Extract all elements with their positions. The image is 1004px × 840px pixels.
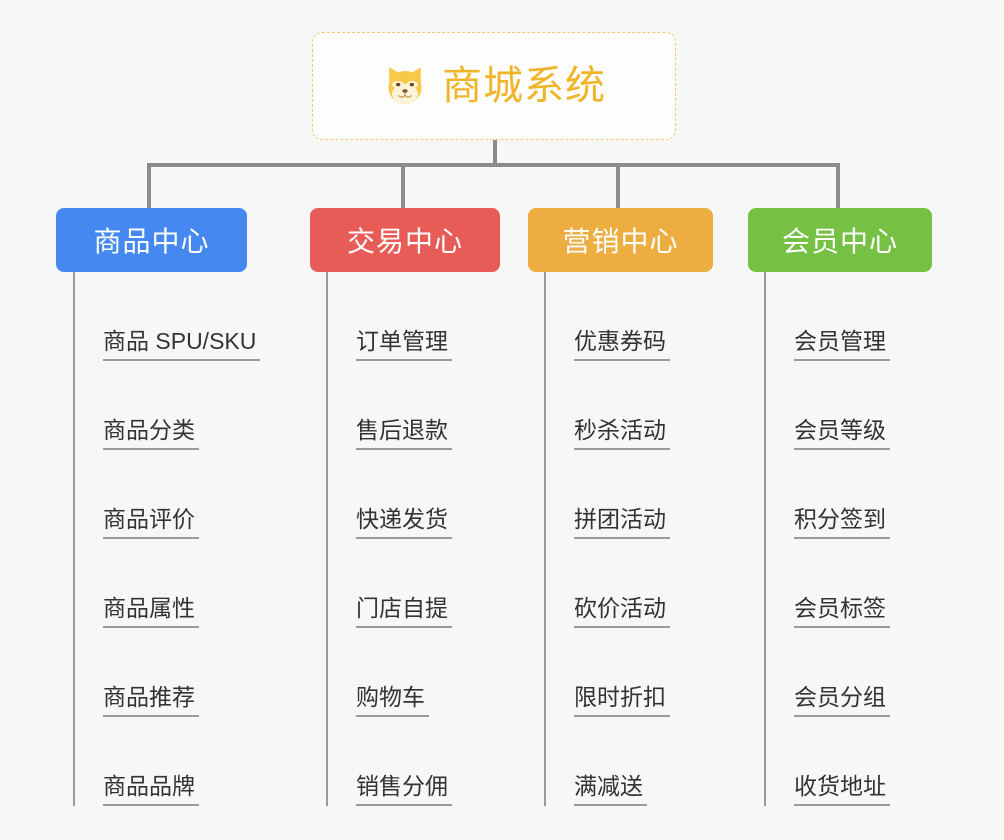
leaf-item-label: 会员管理: [794, 328, 890, 361]
leaf-item[interactable]: 商品评价: [73, 450, 260, 539]
shiba-dog-face-icon: [388, 67, 422, 106]
branch-node-2[interactable]: 交易中心: [310, 208, 500, 272]
leaf-item[interactable]: 商品属性: [73, 539, 260, 628]
leaf-item[interactable]: 收货地址: [764, 717, 890, 806]
leaf-item[interactable]: 优惠券码: [544, 272, 670, 361]
leaf-item-label: 购物车: [356, 684, 429, 717]
root-node-label: 商城系统: [442, 64, 606, 108]
leaf-item-label: 优惠券码: [574, 328, 670, 361]
leaf-item-label: 积分签到: [794, 506, 890, 539]
leaf-item-label: 门店自提: [356, 595, 452, 628]
leaf-item[interactable]: 拼团活动: [544, 450, 670, 539]
leaf-item[interactable]: 限时折扣: [544, 628, 670, 717]
leaf-item-label: 限时折扣: [574, 684, 670, 717]
branch-node-label: 商品中心: [93, 226, 210, 257]
root-node-mall-system[interactable]: 商城系统: [312, 32, 676, 140]
leaf-column-1: 商品 SPU/SKU 商品分类商品评价商品属性商品推荐商品品牌: [73, 272, 261, 806]
leaf-item-label: 会员分组: [794, 684, 890, 717]
leaf-spine: [764, 272, 766, 806]
leaf-item-label: 商品品牌: [103, 773, 199, 806]
leaf-spine: [544, 272, 546, 806]
leaf-item[interactable]: 快递发货: [326, 450, 452, 539]
leaf-item[interactable]: 砍价活动: [544, 539, 670, 628]
leaf-item-label: 销售分佣: [356, 773, 452, 806]
leaf-item-label: 秒杀活动: [574, 417, 670, 450]
leaf-item-label: 收货地址: [794, 773, 890, 806]
leaf-column-4: 会员管理会员等级积分签到会员标签会员分组收货地址: [764, 272, 890, 806]
branch-node-label: 营销中心: [562, 226, 679, 257]
connector-drop-1: [147, 163, 151, 208]
leaf-item-label: 会员标签: [794, 595, 890, 628]
connector-horizontal-bus: [150, 163, 840, 167]
leaf-item[interactable]: 商品品牌: [73, 717, 260, 806]
leaf-item[interactable]: 商品 SPU/SKU: [73, 272, 261, 361]
branch-node-label: 交易中心: [346, 226, 463, 257]
leaf-item-label: 商品评价: [103, 506, 199, 539]
leaf-item-label: 砍价活动: [574, 595, 670, 628]
leaf-item[interactable]: 购物车: [326, 628, 452, 717]
leaf-item[interactable]: 商品分类: [73, 361, 260, 450]
leaf-item-label: 商品 SPU/SKU: [103, 328, 261, 361]
leaf-spine: [73, 272, 75, 806]
leaf-item[interactable]: 销售分佣: [326, 717, 452, 806]
branch-node-3[interactable]: 营销中心: [528, 208, 713, 272]
leaf-column-3: 优惠券码秒杀活动拼团活动砍价活动限时折扣满减送: [544, 272, 670, 806]
leaf-item[interactable]: 秒杀活动: [544, 361, 670, 450]
leaf-item-label: 商品属性: [103, 595, 199, 628]
leaf-item-label: 售后退款: [356, 417, 452, 450]
connector-root-stem: [493, 140, 497, 166]
leaf-item-label: 拼团活动: [574, 506, 670, 539]
leaf-item[interactable]: 商品推荐: [73, 628, 260, 717]
leaf-item-label: 商品推荐: [103, 684, 199, 717]
branch-node-4[interactable]: 会员中心: [748, 208, 932, 272]
leaf-item[interactable]: 满减送: [544, 717, 670, 806]
leaf-item[interactable]: 订单管理: [326, 272, 452, 361]
leaf-item-label: 满减送: [574, 773, 647, 806]
leaf-item[interactable]: 门店自提: [326, 539, 452, 628]
leaf-item-label: 订单管理: [356, 328, 452, 361]
branch-node-label: 会员中心: [781, 226, 898, 257]
connector-drop-3: [616, 163, 620, 208]
connector-drop-4: [836, 163, 840, 208]
leaf-item[interactable]: 会员标签: [764, 539, 890, 628]
branch-node-1[interactable]: 商品中心: [56, 208, 247, 272]
leaf-column-2: 订单管理售后退款快递发货门店自提购物车销售分佣: [326, 272, 452, 806]
connector-drop-2: [401, 163, 405, 208]
leaf-item[interactable]: 会员分组: [764, 628, 890, 717]
leaf-item[interactable]: 积分签到: [764, 450, 890, 539]
leaf-item[interactable]: 会员管理: [764, 272, 890, 361]
leaf-item-label: 会员等级: [794, 417, 890, 450]
leaf-item[interactable]: 售后退款: [326, 361, 452, 450]
leaf-item[interactable]: 会员等级: [764, 361, 890, 450]
leaf-item-label: 商品分类: [103, 417, 199, 450]
leaf-item-label: 快递发货: [356, 506, 452, 539]
leaf-spine: [326, 272, 328, 806]
